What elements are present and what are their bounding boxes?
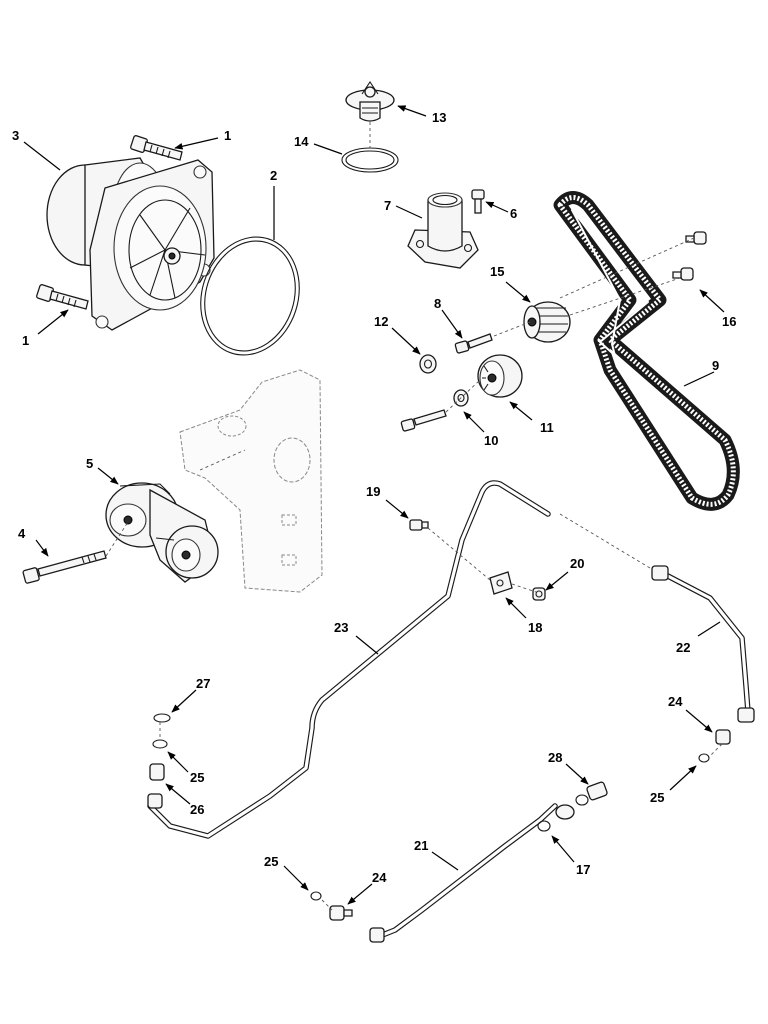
- callout-24-right: 24: [668, 694, 683, 709]
- callout-14: 14: [294, 134, 309, 149]
- callout-9: 9: [712, 358, 719, 373]
- callout-labels: 1 1 2 3 4 5 6 7 8 9 10 11 12 13 14 15 16…: [12, 110, 736, 885]
- callout-25-bottom: 25: [264, 854, 278, 869]
- callout-leaders: [23, 105, 725, 905]
- callout-1-upper: 1: [224, 128, 231, 143]
- callout-28: 28: [548, 750, 562, 765]
- callout-6: 6: [510, 206, 517, 221]
- housing-bolt: [471, 189, 485, 214]
- callout-17: 17: [576, 862, 590, 877]
- callout-13: 13: [432, 110, 446, 125]
- pulley-bolt-long: [400, 409, 447, 432]
- pump-bolt-upper: [130, 135, 183, 161]
- fitting-24-bottom: [310, 891, 353, 921]
- water-pump: [46, 157, 215, 331]
- callout-7: 7: [384, 198, 391, 213]
- callout-3: 3: [12, 128, 19, 143]
- callout-24-bottom: 24: [372, 870, 387, 885]
- tube-23: [147, 480, 551, 839]
- callout-12: 12: [374, 314, 388, 329]
- thermostat: [345, 81, 395, 122]
- pulley-bolt-8: [454, 333, 493, 354]
- clip-18: [489, 571, 513, 595]
- callout-26: 26: [190, 802, 204, 817]
- fitting-19: [409, 519, 429, 531]
- tube-21: [369, 803, 575, 943]
- oring-27: [153, 713, 171, 723]
- belt-fasteners-16: [672, 231, 707, 281]
- callout-25-right: 25: [650, 790, 664, 805]
- nut-20: [532, 587, 546, 601]
- oring-25-left: [152, 739, 168, 749]
- thermostat-housing: [407, 192, 479, 269]
- callout-8: 8: [434, 296, 441, 311]
- tube-22: [651, 565, 755, 723]
- callout-22: 22: [676, 640, 690, 655]
- oring-17: [537, 820, 551, 832]
- assembly-lines: [105, 122, 723, 911]
- fitting-24-right: [698, 729, 731, 763]
- callout-19: 19: [366, 484, 380, 499]
- serpentine-belt: [553, 191, 740, 511]
- callout-27: 27: [196, 676, 210, 691]
- callout-1-lower: 1: [22, 333, 29, 348]
- callout-18: 18: [528, 620, 542, 635]
- idler-pulley-11: [477, 354, 523, 398]
- pump-gasket-ring: [200, 236, 300, 356]
- callout-16: 16: [722, 314, 736, 329]
- belt-tensioner: [105, 482, 219, 583]
- callout-15: 15: [490, 264, 504, 279]
- callout-25-left: 25: [190, 770, 204, 785]
- callout-5: 5: [86, 456, 93, 471]
- thermostat-seal: [341, 147, 399, 173]
- callout-11: 11: [540, 420, 554, 435]
- pump-bolt-lower: [36, 284, 89, 310]
- tensioner-bolt: [22, 550, 107, 584]
- washer-12: [419, 354, 437, 374]
- callout-10: 10: [484, 433, 498, 448]
- callout-21: 21: [414, 838, 428, 853]
- fitting-26: [147, 763, 165, 809]
- callout-2: 2: [270, 168, 277, 183]
- callout-4: 4: [18, 526, 26, 541]
- fitting-28: [575, 781, 608, 806]
- idler-pulley-15: [523, 301, 571, 343]
- callout-20: 20: [570, 556, 584, 571]
- callout-23: 23: [334, 620, 348, 635]
- accessory-bracket: [179, 369, 323, 593]
